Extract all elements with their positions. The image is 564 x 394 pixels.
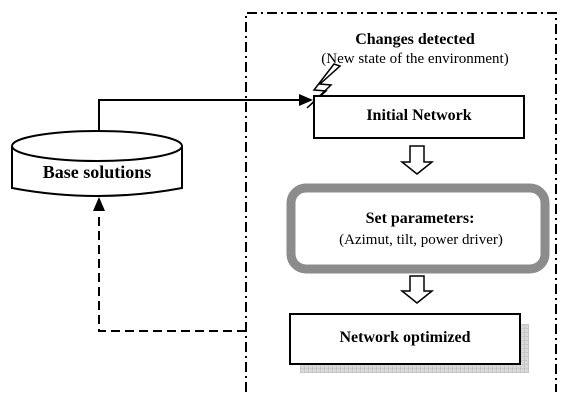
dashed-arrowhead: [93, 197, 105, 211]
initial-network-label: Initial Network: [366, 107, 472, 124]
network-optimized-label: Network optimized: [339, 329, 471, 346]
base-solutions-label: Base solutions: [42, 162, 152, 182]
set-parameters-title: Set parameters:: [365, 210, 475, 227]
base-solutions-database: [11, 130, 183, 197]
environment-state-subtitle: (New state of the environment): [321, 51, 509, 67]
initial-network-box: [313, 95, 525, 139]
solid-connector: [98, 99, 300, 131]
hollow-down-arrow-icon: [399, 145, 435, 175]
set-parameters-box: [286, 183, 550, 274]
changes-detected-title: Changes detected: [355, 31, 475, 48]
environment-boundary: [245, 12, 557, 392]
dashed-feedback-connector: [98, 212, 246, 332]
set-parameters-detail: (Azimut, tilt, power driver): [339, 232, 503, 248]
solid-arrowhead: [299, 94, 313, 106]
hollow-down-arrow-icon: [399, 275, 435, 304]
network-optimized-box: [289, 313, 521, 365]
